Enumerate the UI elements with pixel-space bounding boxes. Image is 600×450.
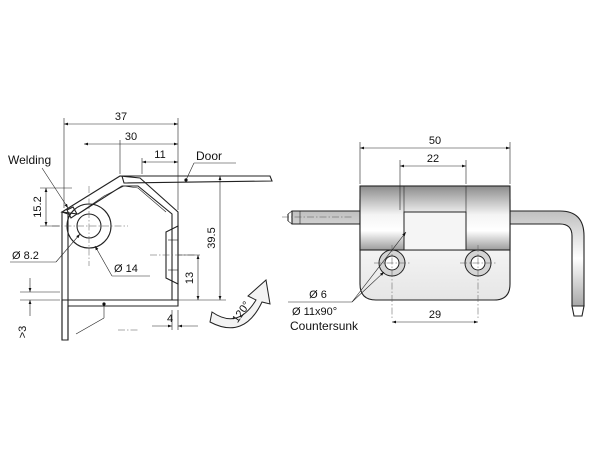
hinge-knuckle-center <box>403 211 467 251</box>
dim-thickness: 4 <box>167 313 173 325</box>
dim-inner-width: 30 <box>125 131 137 143</box>
hinge-leaf-outer <box>60 175 179 301</box>
front-view: 50 22 29 Ø 6 Ø 11x90° Countersunk <box>282 135 585 333</box>
pin-end-tip <box>571 305 585 317</box>
dim-front-overall-width: 50 <box>429 135 441 147</box>
dim-clearance: >3 <box>17 326 29 339</box>
countersunk-screw <box>165 225 179 285</box>
dim-knuckle-diameter: Ø 14 <box>114 263 138 275</box>
hinge-leaf-inner <box>77 185 167 215</box>
dim-hole-diameter: Ø 6 <box>309 289 327 301</box>
dim-offset: 11 <box>154 149 165 161</box>
dim-height-upper: 15.2 <box>32 196 44 217</box>
rotation-arrow-icon <box>209 279 271 329</box>
welding-mark <box>66 206 78 219</box>
side-view: 37 30 11 15.2 39.5 13 4 >3 Ø 8.2 Ø 14 <box>8 111 273 341</box>
dim-pin-diameter: Ø 8.2 <box>12 250 39 262</box>
dim-overall-width: 37 <box>115 111 127 123</box>
dim-countersink: Ø 11x90° <box>292 306 337 318</box>
countersunk-label: Countersunk <box>290 319 359 333</box>
dim-height-lower: 13 <box>184 272 196 284</box>
frame-bottom <box>61 299 179 341</box>
welding-label: Welding <box>8 153 51 167</box>
door-label: Door <box>196 149 222 163</box>
dim-height-total: 39.5 <box>206 227 218 248</box>
dim-knuckle-width: 22 <box>427 153 439 165</box>
dim-hole-spacing: 29 <box>429 309 441 321</box>
